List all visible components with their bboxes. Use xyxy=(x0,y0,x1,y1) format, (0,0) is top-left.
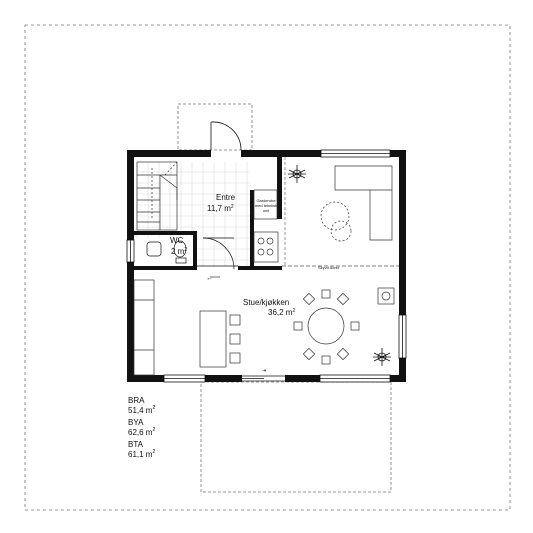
stat-key: BTA xyxy=(128,440,143,449)
room-area-wc: 2 m2 xyxy=(171,247,187,256)
room-label-stue: Stue/kjøkken xyxy=(243,298,289,307)
plant-icon xyxy=(288,165,306,183)
room-label-wc: WC xyxy=(170,236,184,245)
stat-value: 51,4 m2 xyxy=(128,405,156,416)
terrace-outline xyxy=(200,381,392,493)
garderobe-label-2: med tekniisk xyxy=(255,203,277,208)
windows xyxy=(126,149,407,383)
floor-lamp xyxy=(377,287,395,305)
room-label-entre: Entre xyxy=(216,193,236,202)
wc-door xyxy=(197,237,238,270)
entrance-door xyxy=(210,121,242,151)
sliding-door: ⇥ xyxy=(242,368,285,382)
stat-value: 62,6 m2 xyxy=(128,427,156,438)
entrance-platform xyxy=(177,103,253,151)
garderobe-cabinet xyxy=(253,189,279,263)
area-stats: BRA 51,4 m2 BYA 62,6 m2 BTA 61,1 m2 xyxy=(128,396,208,462)
room-area-stue: 36,2 m2 xyxy=(268,308,295,317)
stat-value: 61,1 m2 xyxy=(128,449,156,460)
coffee-table xyxy=(320,201,350,231)
interior-walls xyxy=(134,157,282,270)
svg-text:⇥: ⇥ xyxy=(262,368,266,374)
plant-icon xyxy=(373,348,391,366)
sofa xyxy=(334,165,393,241)
svg-text:←: ← xyxy=(206,275,213,282)
stat-bya: BYA 62,6 m2 xyxy=(128,418,208,438)
room-area-entre: 11,7 m2 xyxy=(207,204,234,213)
stat-key: BYA xyxy=(128,418,144,427)
sliding-door-label: Skyvd dorer xyxy=(318,265,340,270)
garderobe-label-3: unit xyxy=(263,208,270,213)
garderobe-label: Garderobe xyxy=(256,198,276,203)
stat-bra: BRA 51,4 m2 xyxy=(128,396,208,416)
dining-table xyxy=(293,289,360,365)
entre-tile-grid xyxy=(136,162,250,266)
kitchen-counter: ← xyxy=(133,275,241,376)
stat-key: BRA xyxy=(128,396,145,405)
wc-fixtures xyxy=(146,240,187,264)
staircase xyxy=(136,161,178,231)
site-boundary xyxy=(24,24,511,511)
stat-bta: BTA 61,1 m2 xyxy=(128,440,208,460)
exterior-walls xyxy=(127,150,406,382)
